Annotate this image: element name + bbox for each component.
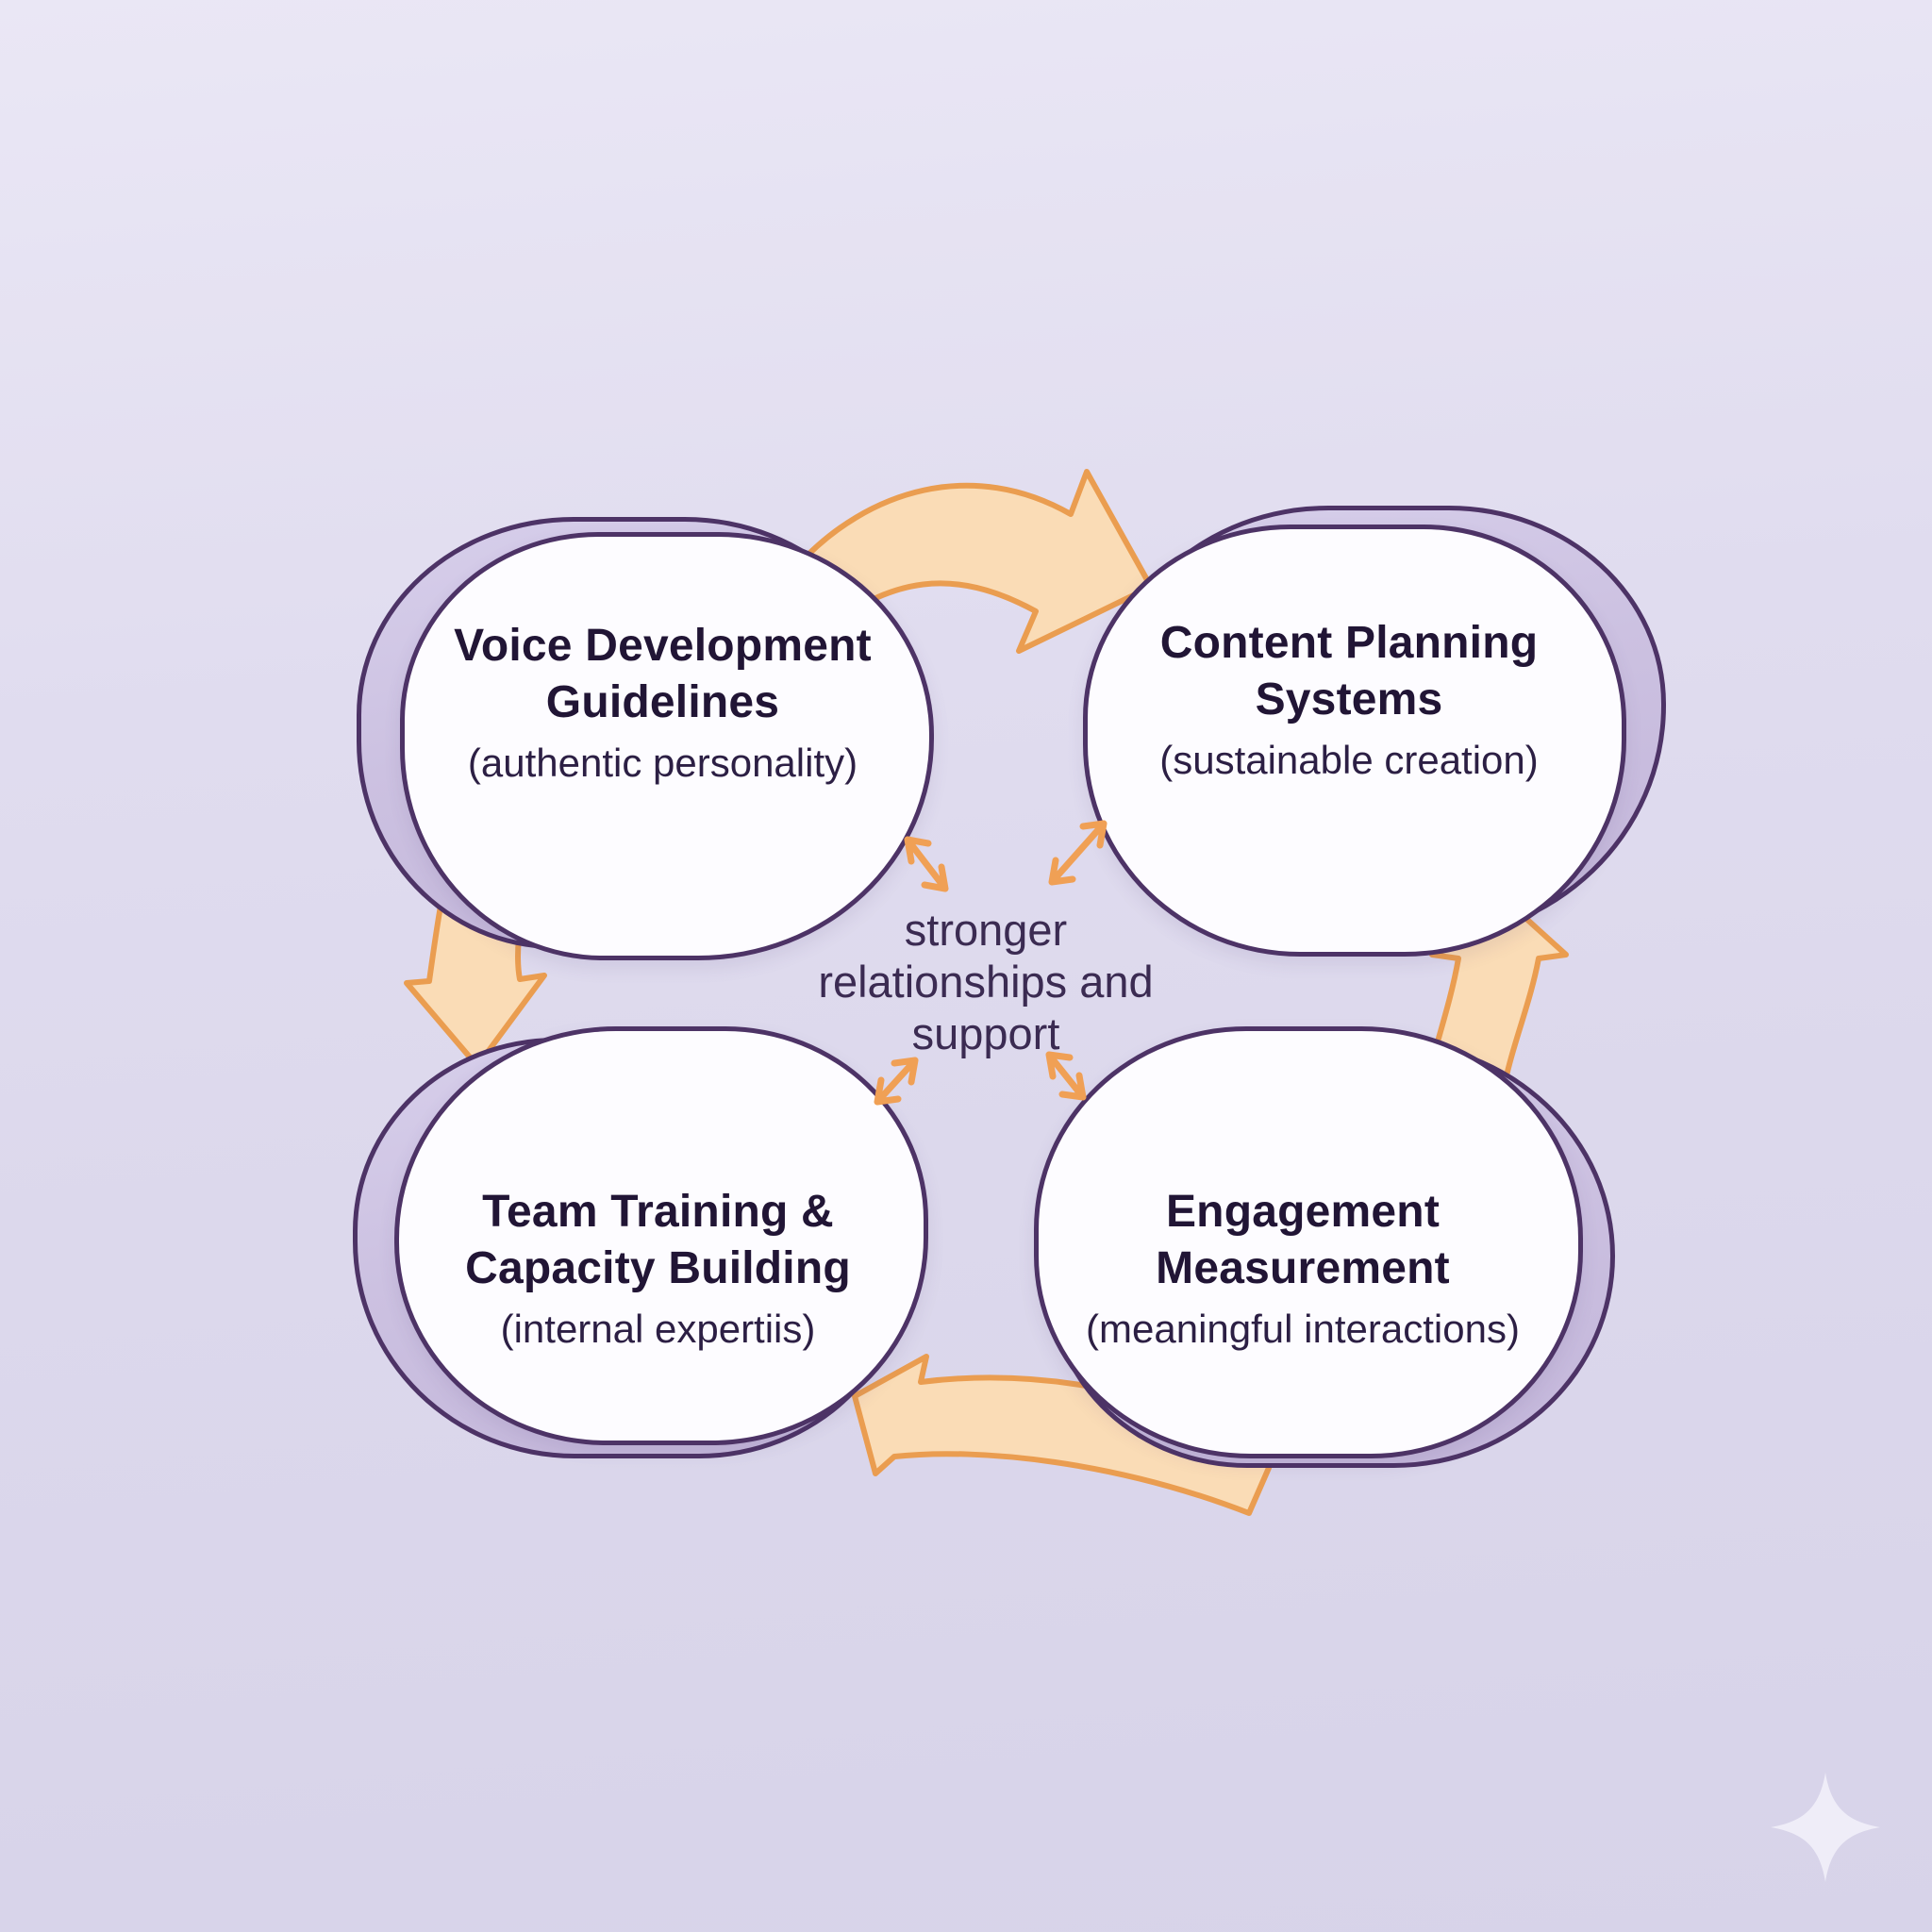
node-text: Voice Development Guidelines (authentic … xyxy=(406,618,920,790)
node-text: Content Planning Systems (sustainable cr… xyxy=(1090,615,1608,787)
node-subtitle: (authentic personality) xyxy=(467,740,858,785)
node-text: Team Training & Capacity Building (inter… xyxy=(401,1184,915,1356)
node-title: Voice Development Guidelines xyxy=(454,621,872,728)
node-title: Team Training & Capacity Building xyxy=(465,1187,851,1294)
center-outcome-label: stronger relationships and support xyxy=(818,905,1154,1058)
node-subtitle: (sustainable creation) xyxy=(1159,737,1539,782)
node-subtitle: (meaningful interactions) xyxy=(1086,1306,1520,1351)
node-title: Content Planning Systems xyxy=(1159,618,1539,725)
double-arrow-nw-icon xyxy=(904,836,949,892)
blob-body xyxy=(394,1026,928,1445)
double-arrow-sw-icon xyxy=(874,1057,919,1106)
arrow-top-right-icon xyxy=(794,469,1154,654)
double-arrow-se-icon xyxy=(1045,1051,1087,1101)
node-subtitle: (internal expertiis) xyxy=(500,1306,816,1351)
node-title: Engagement Measurement xyxy=(1156,1187,1450,1294)
double-arrow-ne-icon xyxy=(1048,820,1108,886)
sparkle-icon xyxy=(1771,1773,1880,1882)
blob-body xyxy=(400,532,934,960)
blob-body xyxy=(1034,1026,1583,1458)
arrow-bottom-left-icon xyxy=(852,1354,1278,1516)
blob-body xyxy=(1083,525,1626,957)
node-text: Engagement Measurement (meaningful inter… xyxy=(1040,1184,1566,1356)
